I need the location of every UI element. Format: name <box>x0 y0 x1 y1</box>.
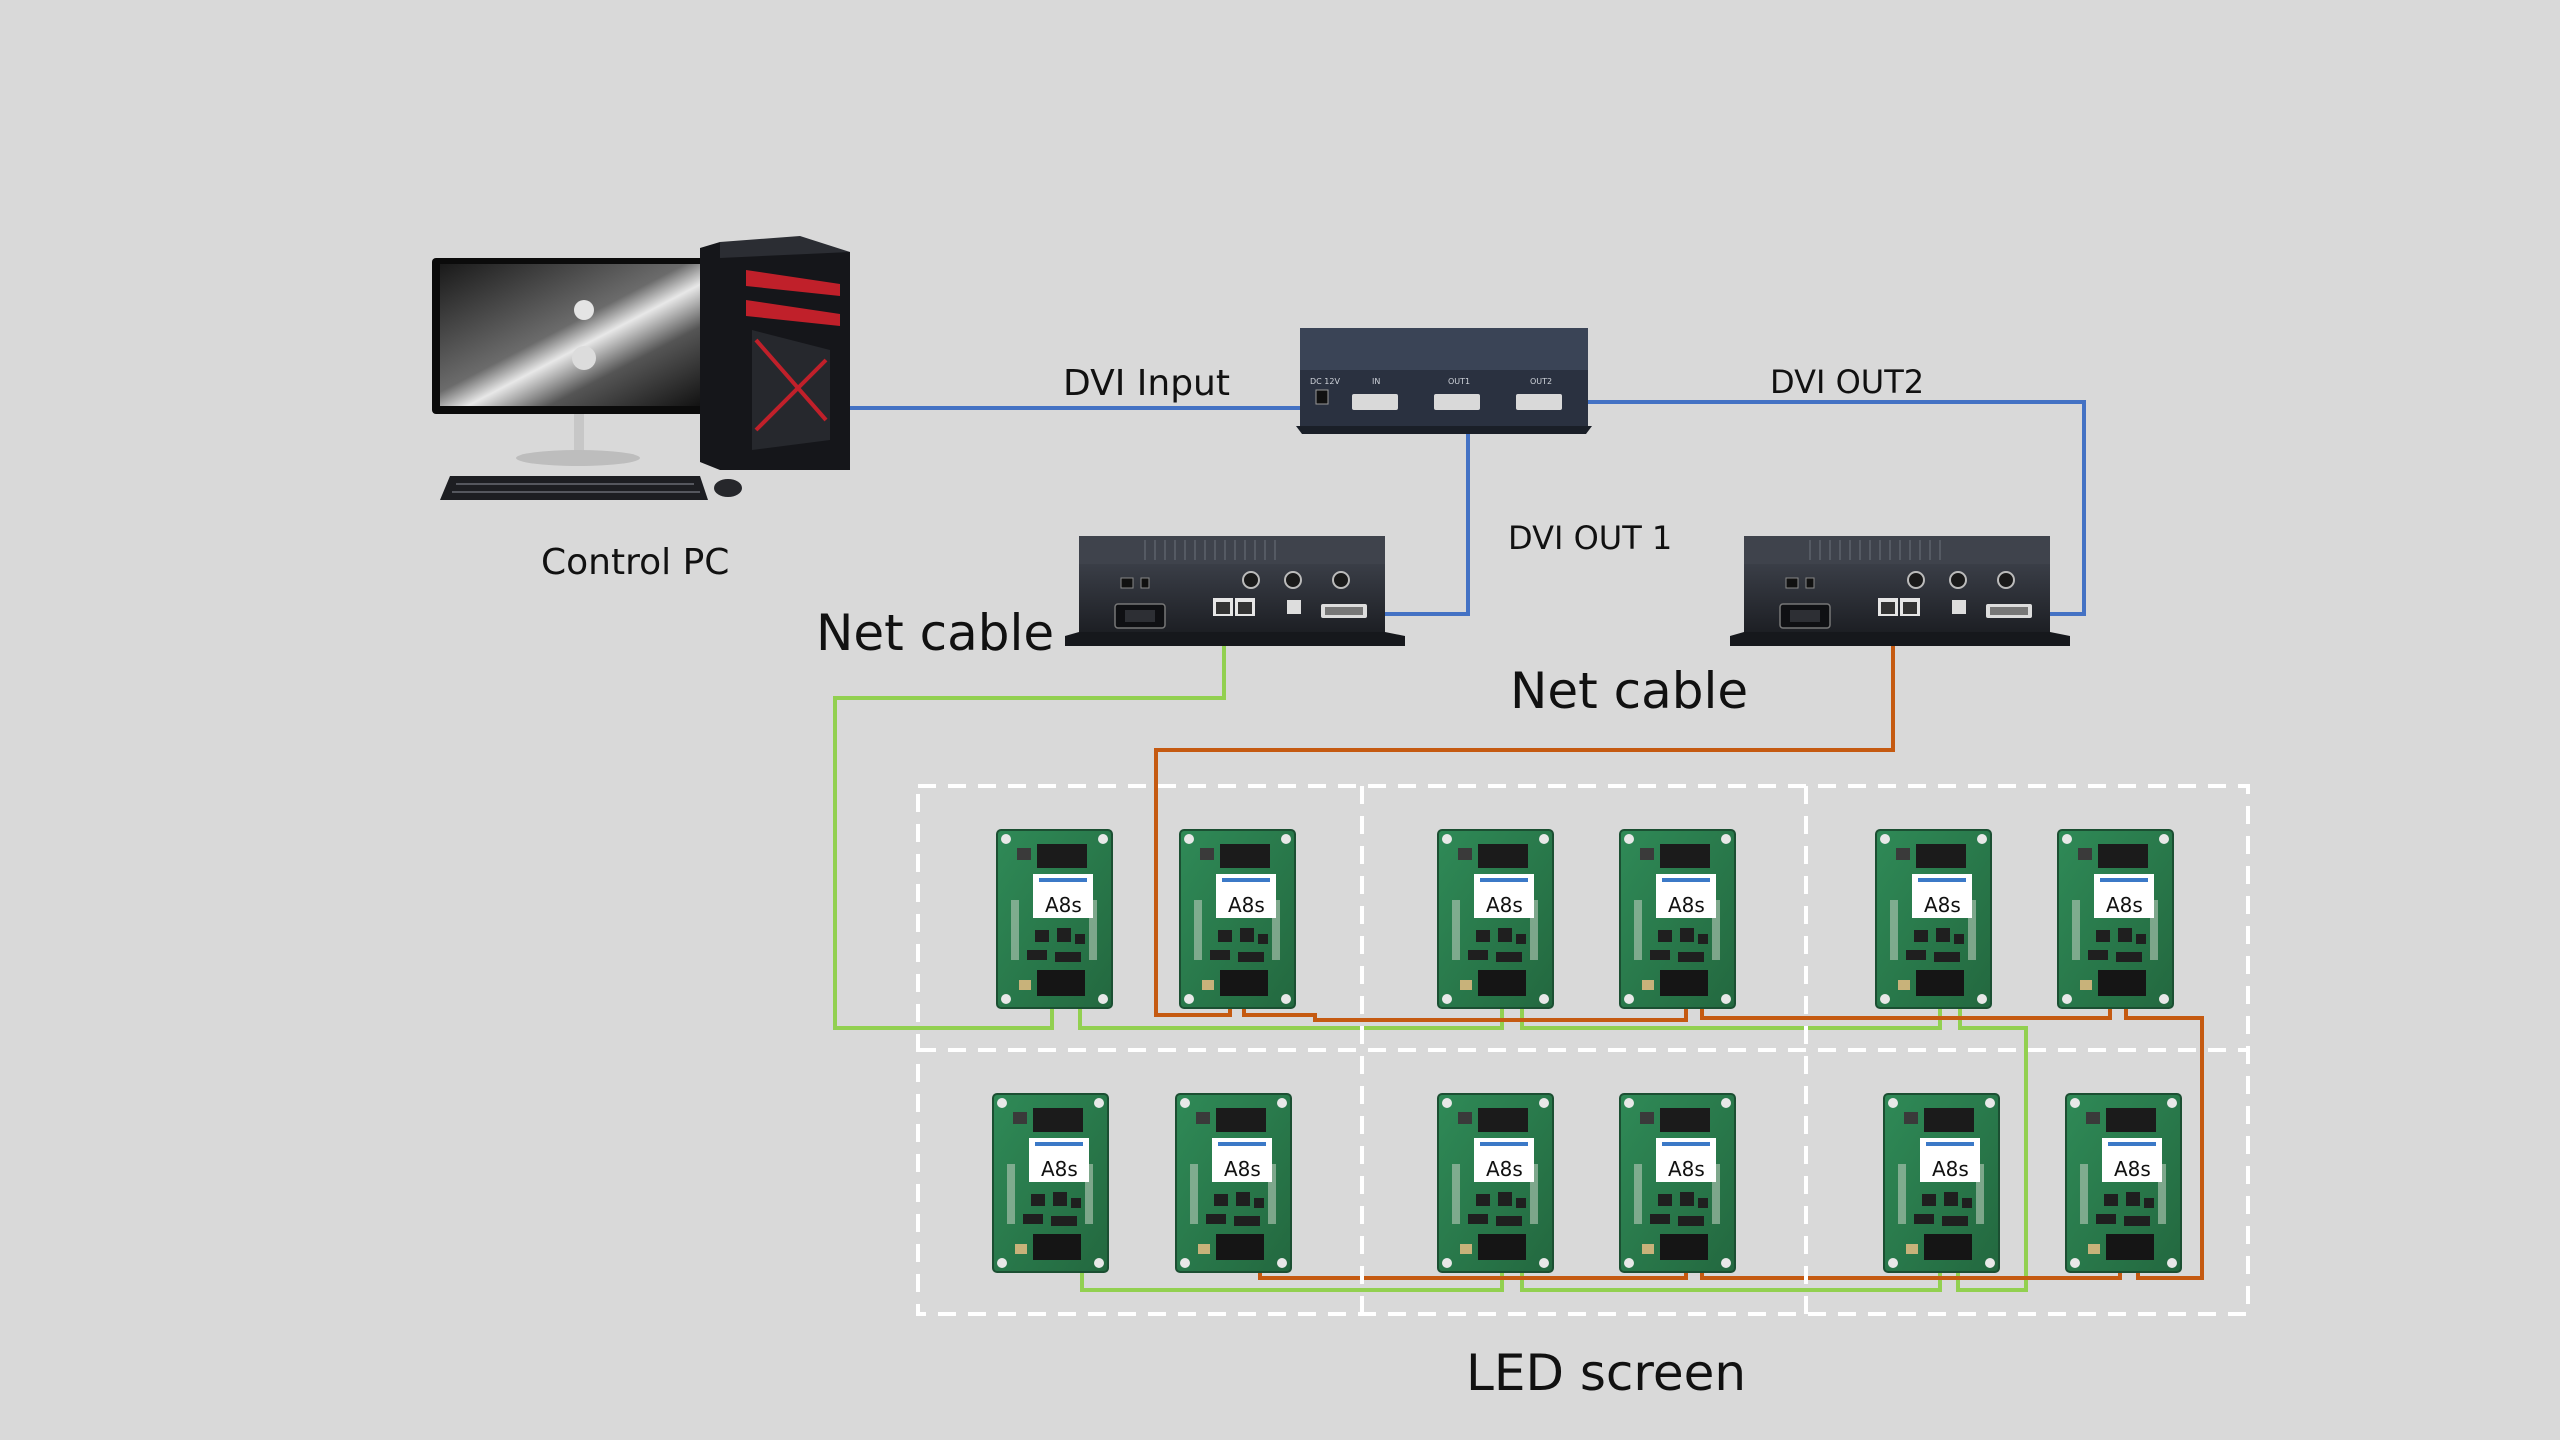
led-screen-label: LED screen <box>1466 1344 1746 1402</box>
receiver-card: A8s <box>2057 829 2174 1009</box>
splitter-port-in: IN <box>1372 377 1380 386</box>
receiver-card: A8s <box>1175 1093 1292 1273</box>
keyboard-icon <box>440 476 708 500</box>
dvi-out2-cable <box>1560 400 2086 616</box>
control-pc-label: Control PC <box>541 542 729 583</box>
receiver-card: A8s <box>996 829 1113 1009</box>
splitter-port-out2: OUT2 <box>1530 377 1552 386</box>
dvi-cables <box>845 400 2086 616</box>
dvi-out1-cable <box>1380 408 1470 616</box>
svg-text:A8s: A8s <box>2114 1157 2151 1181</box>
dvi-out2-label: DVI OUT2 <box>1770 363 1924 401</box>
svg-text:A8s: A8s <box>1041 1157 1078 1181</box>
receiver-card: A8s <box>1437 1093 1554 1273</box>
svg-text:A8s: A8s <box>1486 1157 1523 1181</box>
svg-text:A8s: A8s <box>1228 893 1265 917</box>
svg-text:A8s: A8s <box>1224 1157 1261 1181</box>
tower-icon <box>700 236 850 470</box>
led-screen <box>916 784 2250 1316</box>
dvi-in-port <box>1352 394 1398 410</box>
sending-card-right <box>1729 535 2071 647</box>
svg-text:A8s: A8s <box>1932 1157 1969 1181</box>
receiver-card: A8s <box>1179 829 1296 1009</box>
dvi-out2-port <box>1516 394 1562 410</box>
sending-card-left <box>1064 535 1406 647</box>
dvi-input-label: DVI Input <box>1063 363 1230 404</box>
splitter-port-dc: DC 12V <box>1310 377 1340 386</box>
net-cable-label-left: Net cable <box>816 604 1054 662</box>
net-cable-label-right: Net cable <box>1510 662 1748 720</box>
splitter-port-out1: OUT1 <box>1448 377 1470 386</box>
dvi-splitter: DC 12V IN OUT1 OUT2 <box>1296 328 1592 434</box>
mouse-icon <box>714 479 742 497</box>
dvi-out1-label: DVI OUT 1 <box>1508 519 1672 557</box>
svg-text:A8s: A8s <box>1486 893 1523 917</box>
monitor-icon <box>432 258 720 466</box>
svg-text:A8s: A8s <box>2106 893 2143 917</box>
receiver-cards: A8s A8s A8s A8s A8s A8s A8s A8s A8s A8s … <box>992 829 2182 1273</box>
receiver-card: A8s <box>2065 1093 2182 1273</box>
svg-text:A8s: A8s <box>1668 893 1705 917</box>
control-pc <box>432 236 850 500</box>
svg-text:A8s: A8s <box>1924 893 1961 917</box>
receiver-card: A8s <box>1875 829 1992 1009</box>
receiver-card: A8s <box>992 1093 1109 1273</box>
net-cable-green <box>833 620 2028 1292</box>
receiver-card: A8s <box>1619 829 1736 1009</box>
svg-text:A8s: A8s <box>1668 1157 1705 1181</box>
receiver-card: A8s <box>1437 829 1554 1009</box>
receiver-card: A8s <box>1619 1093 1736 1273</box>
receiver-card: A8s <box>1883 1093 2000 1273</box>
dvi-out1-port <box>1434 394 1480 410</box>
svg-text:A8s: A8s <box>1045 893 1082 917</box>
